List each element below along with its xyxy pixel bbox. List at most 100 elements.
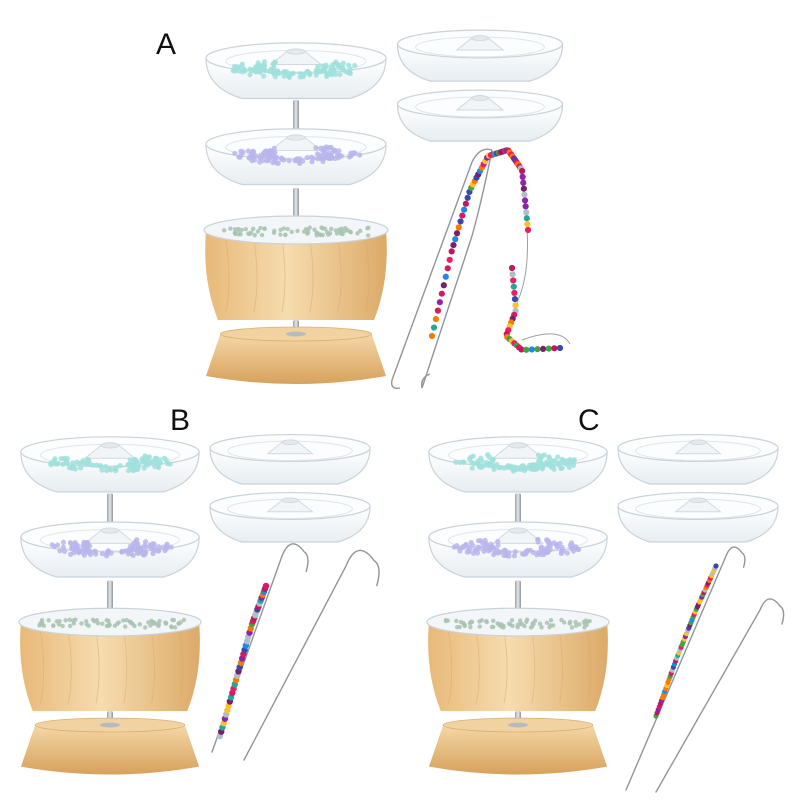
bead [148,459,155,465]
bead [453,230,461,237]
bead [357,152,363,158]
wood-grain [503,631,508,704]
bead [540,345,547,352]
panel-label-c: C [578,404,600,437]
bead [346,62,352,68]
bead [342,228,348,234]
bead [129,546,136,552]
bead [262,226,267,232]
bead [475,544,481,550]
spindle-rod [515,580,521,611]
bead [462,623,467,628]
bead [434,307,442,314]
bead [51,623,56,629]
bead [520,179,527,186]
bead [70,460,76,466]
bead [249,67,255,74]
bead [326,150,333,156]
bead [246,155,252,161]
bead [264,158,270,164]
bead-strand-c [653,563,719,719]
bead [319,225,324,230]
bead [534,552,540,558]
bead [221,228,227,233]
bead [117,462,123,469]
bowl-cone-top [100,442,120,449]
bead [545,345,552,352]
bead [57,618,62,624]
bead [236,68,242,74]
bead [38,621,43,627]
bead [564,550,570,556]
bead [518,167,526,175]
wood-grain [95,631,100,704]
bead [75,549,81,555]
bead [530,624,535,629]
bead [112,468,119,474]
bead [455,224,462,231]
bead [313,145,319,151]
bead [555,454,561,460]
bead [267,68,273,74]
wood-grain [253,239,258,313]
bead [522,466,529,472]
wood-grain [40,631,45,704]
bowl-cone-top [286,48,306,55]
bead [457,548,463,554]
bowl-beads [232,144,363,167]
bead [146,620,151,625]
bead [518,346,525,353]
bead [161,455,168,461]
bead [100,621,105,626]
bead [86,458,92,464]
bead [470,550,477,556]
bead [156,622,162,627]
bead [57,548,63,554]
bead [74,459,80,465]
bead [510,283,517,290]
bead [108,467,114,473]
bead [271,70,277,77]
bead [275,70,281,76]
bead [312,227,317,232]
wood-grain [365,239,370,313]
bead [63,618,68,623]
bead [257,155,263,161]
bead [247,72,253,78]
bead [279,155,285,161]
bead [232,227,238,232]
bead [104,618,109,623]
bead [128,550,134,557]
bead [327,144,333,151]
bead [67,617,72,622]
bead [475,538,482,544]
bead [142,550,148,556]
bead [587,618,592,624]
wood-grain [225,239,230,313]
bead [141,542,148,548]
bead [523,215,530,222]
bead [461,459,467,465]
bead [310,155,317,161]
bead [358,228,363,234]
bead [355,231,360,236]
bead [532,618,538,623]
bead [545,539,551,545]
bead [547,547,553,553]
bead [513,467,519,473]
bowl-beads [453,452,578,474]
spindle-rod [107,493,113,524]
wood-grain [475,631,480,704]
bead [250,149,257,155]
bead [255,229,261,234]
needle-set-a [390,147,571,390]
bead [338,228,344,234]
wood-body [20,622,200,712]
bead [145,454,151,461]
bead [511,553,517,559]
bead [241,66,247,72]
bead-strand-a [428,147,564,353]
bead [509,618,515,623]
bowl-beads [230,59,358,81]
wood-body [205,230,387,320]
